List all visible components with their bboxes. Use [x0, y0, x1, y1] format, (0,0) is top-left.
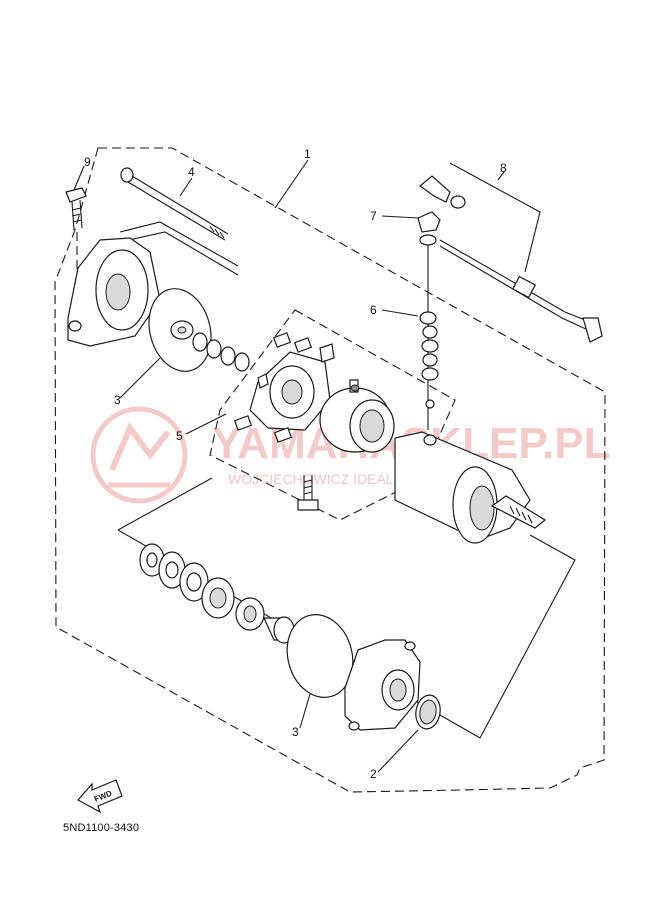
terminal-stack	[417, 211, 441, 430]
through-bolt-4	[120, 167, 229, 241]
callout-9: 9	[84, 155, 91, 169]
drawing-code: 5ND1100-3430	[63, 822, 140, 834]
terminal-bolt	[297, 475, 319, 511]
brush-holder-ring	[319, 379, 395, 453]
assembly-outline-1	[54, 147, 606, 793]
washer-stack-bottom	[139, 543, 295, 644]
lead-wire-8	[419, 175, 603, 343]
watermark-logo-icon	[90, 406, 188, 504]
callout-6: 6	[370, 303, 377, 317]
leader-line	[119, 231, 239, 276]
callout-1: 1	[304, 147, 311, 161]
callout-3-top: 3	[114, 393, 121, 407]
callout-8: 8	[500, 161, 507, 175]
leader-line	[119, 221, 239, 267]
rear-cover	[344, 639, 421, 731]
leader-line	[449, 162, 541, 273]
callout-5: 5	[176, 429, 183, 443]
callout-4: 4	[188, 165, 195, 179]
callout-7: 7	[370, 209, 377, 223]
nut-7	[417, 211, 441, 233]
washer-6	[419, 311, 437, 325]
callout-3-bottom: 3	[292, 725, 299, 739]
o-ring-3-bottom	[286, 613, 354, 699]
fwd-arrow-icon: FWD	[77, 779, 123, 814]
front-cover	[67, 237, 161, 347]
motor-yoke	[394, 431, 547, 544]
washer-stack-top	[170, 320, 250, 372]
callout-leaders	[73, 159, 505, 773]
brush-plate	[233, 332, 335, 443]
subassembly-outline-5	[209, 309, 456, 521]
callout-2: 2	[370, 767, 377, 781]
